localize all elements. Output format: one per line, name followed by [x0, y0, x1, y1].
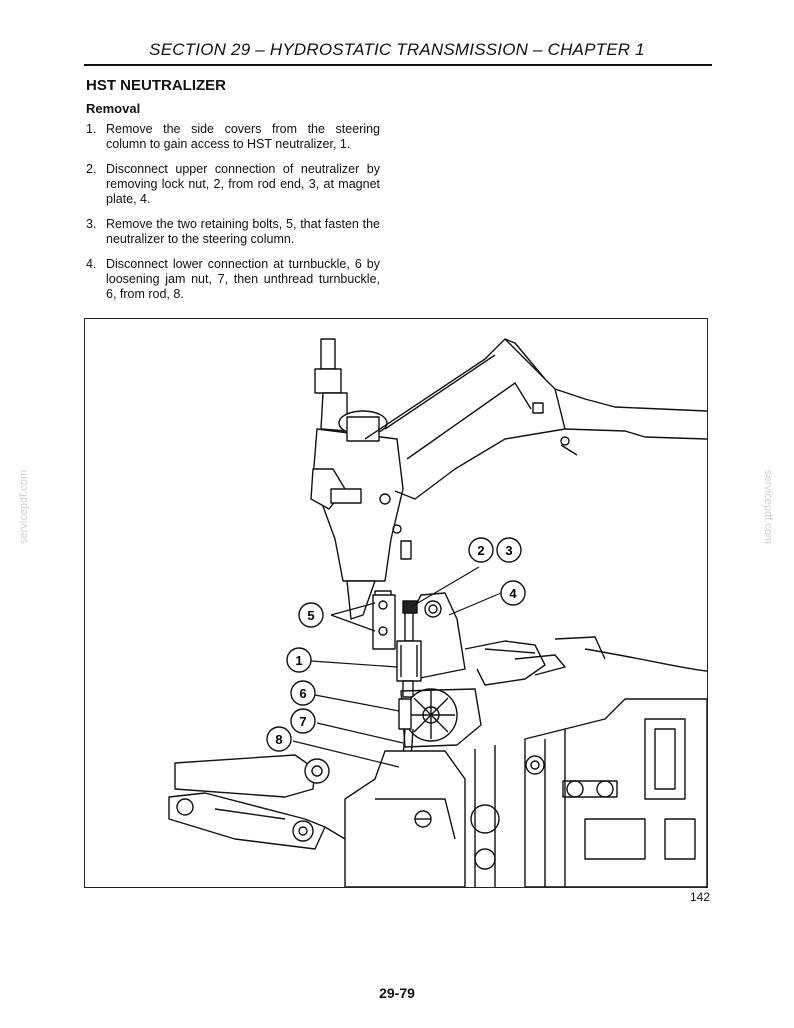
section-subtitle: Removal	[86, 101, 141, 116]
step-item: 1. Remove the side covers from the steeri…	[86, 122, 380, 152]
step-number: 1.	[86, 122, 97, 136]
step-item: 3. Remove the two retaining bolts, 5, tha…	[86, 217, 380, 247]
callout-3: 3	[496, 537, 522, 563]
callout-2-label: 2	[477, 543, 484, 558]
watermark-left: servicepdf.com	[18, 470, 30, 544]
mechanical-drawing: 2 3 4 5 1 6 7 8	[168, 338, 707, 887]
watermark-right: servicepdf.com	[762, 470, 774, 544]
figure-number: 142	[689, 890, 710, 904]
step-item: 2. Disconnect upper connection of neutral…	[86, 162, 380, 207]
callout-8: 8	[266, 726, 292, 752]
callout-8-label: 8	[275, 732, 282, 747]
callout-5-label: 5	[307, 608, 314, 623]
page-title: HST NEUTRALIZER	[86, 77, 226, 94]
callout-7: 7	[290, 708, 316, 734]
step-number: 4.	[86, 257, 97, 271]
step-item: 4. Disconnect lower connection at turnbuc…	[86, 257, 380, 302]
removal-steps: 1. Remove the side covers from the steeri…	[86, 122, 380, 312]
callout-1: 1	[286, 647, 312, 673]
step-text: Disconnect upper connection of neutraliz…	[106, 162, 380, 206]
callout-7-label: 7	[299, 714, 306, 729]
callout-3-label: 3	[505, 543, 512, 558]
callout-5: 5	[298, 602, 324, 628]
step-text: Remove the two retaining bolts, 5, that …	[106, 217, 380, 246]
step-number: 2.	[86, 162, 97, 176]
neutralizer-illustration: 2 3 4 5 1 6 7 8	[84, 318, 708, 888]
callout-1-label: 1	[295, 653, 302, 668]
page-number: 29-79	[379, 985, 415, 1001]
step-text: Disconnect lower connection at turnbuckl…	[106, 257, 380, 301]
step-number: 3.	[86, 217, 97, 231]
callout-6: 6	[290, 680, 316, 706]
callout-4: 4	[500, 580, 526, 606]
callout-2: 2	[468, 537, 494, 563]
header-rule	[84, 64, 712, 66]
section-header: SECTION 29 – HYDROSTATIC TRANSMISSION – …	[149, 40, 645, 59]
step-text: Remove the side covers from the steering…	[106, 122, 380, 151]
callout-4-label: 4	[509, 586, 517, 601]
callout-6-label: 6	[299, 686, 306, 701]
